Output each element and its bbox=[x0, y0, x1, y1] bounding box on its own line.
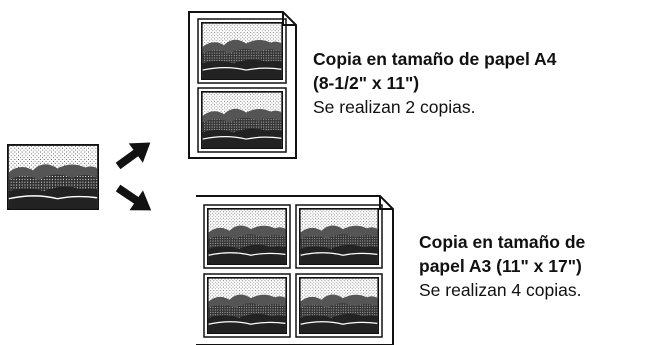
arrow-down-right-icon bbox=[111, 178, 158, 221]
a4-title-line1: Copia en tamaño de papel A4 bbox=[313, 49, 557, 69]
landscape-photo-icon bbox=[7, 144, 99, 210]
a4-sheet-icon bbox=[188, 11, 297, 159]
a3-sheet-icon bbox=[196, 195, 394, 345]
arrow-up-right-icon bbox=[110, 132, 158, 176]
a3-title-line1: Copia en tamaño de bbox=[419, 232, 586, 252]
a3-detail: Se realizan 4 copias. bbox=[419, 280, 582, 300]
a4-caption: Copia en tamaño de papel A4 (8-1/2" x 11… bbox=[313, 47, 643, 119]
a4-detail: Se realizan 2 copias. bbox=[313, 97, 476, 117]
a3-title-line2: papel A3 (11" x 17") bbox=[419, 256, 582, 276]
a3-caption: Copia en tamaño de papel A3 (11" x 17") … bbox=[419, 230, 643, 302]
a4-title-line2: (8-1/2" x 11") bbox=[313, 73, 420, 93]
